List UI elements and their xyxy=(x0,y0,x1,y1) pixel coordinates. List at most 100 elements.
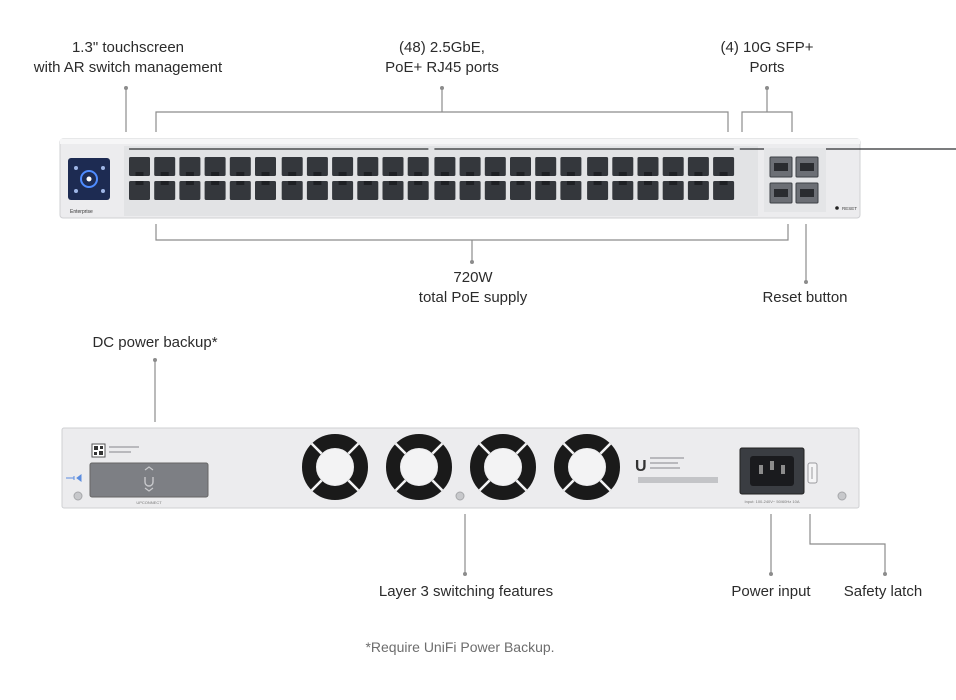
power-input-socket[interactable] xyxy=(739,447,805,495)
rj45-port[interactable] xyxy=(434,181,456,200)
fan-icon xyxy=(386,434,452,500)
port-latch xyxy=(363,172,372,176)
rj45-port[interactable] xyxy=(382,157,404,176)
rj45-port[interactable] xyxy=(713,181,735,200)
rj45-port[interactable] xyxy=(255,157,276,176)
port-latch xyxy=(694,172,703,176)
layer3-callout: Layer 3 switching features xyxy=(378,583,554,600)
reset-callout: Reset button xyxy=(762,289,848,306)
rj45-port[interactable] xyxy=(281,157,303,176)
port-latch xyxy=(211,172,220,176)
regulatory-marks-icon xyxy=(638,477,718,483)
rj45-port[interactable] xyxy=(484,181,506,200)
rj45-port[interactable] xyxy=(510,181,531,200)
reset-button[interactable] xyxy=(835,206,839,210)
rj45-port[interactable] xyxy=(713,157,735,176)
sfp-cage xyxy=(774,189,788,197)
rj45-port[interactable] xyxy=(662,157,684,176)
rj45-port[interactable] xyxy=(154,181,176,200)
reset-label: RESET xyxy=(842,206,857,211)
fan-icon xyxy=(302,434,368,500)
port-latch xyxy=(466,181,475,185)
fan-grille-spoke xyxy=(562,479,575,492)
rj45-port[interactable] xyxy=(332,157,354,176)
rj45-port[interactable] xyxy=(535,181,557,200)
rj45-port[interactable] xyxy=(129,181,150,200)
rj45-port[interactable] xyxy=(229,181,251,200)
front-panel: Enterprise RESET xyxy=(59,138,956,219)
leader-dots xyxy=(124,86,887,576)
rj45-port[interactable] xyxy=(434,157,456,176)
rj45-port[interactable] xyxy=(687,157,709,176)
rj45-port[interactable] xyxy=(510,157,531,176)
safety-latch[interactable] xyxy=(807,462,818,484)
sfp-ports-callout: (4) 10G SFP+ Ports xyxy=(697,38,837,78)
power-input-caption: Input: 100-240V~ 50/60Hz 10A xyxy=(744,499,799,504)
rj45-port[interactable] xyxy=(535,157,557,176)
leader-lines xyxy=(125,88,886,574)
port-latch xyxy=(363,181,372,185)
rj45-port[interactable] xyxy=(459,181,481,200)
rj45-port[interactable] xyxy=(407,157,429,176)
dc-power-backup-bay[interactable] xyxy=(89,462,209,498)
port-latch xyxy=(466,172,475,176)
port-latch xyxy=(236,181,245,185)
qr-code-icon xyxy=(91,443,106,458)
dc-backup-callout: DC power backup* xyxy=(92,334,218,351)
rj45-port[interactable] xyxy=(281,181,303,200)
rj45-port[interactable] xyxy=(332,181,354,200)
sfp-cage xyxy=(774,163,788,171)
rj45-port[interactable] xyxy=(204,157,226,176)
port-latch xyxy=(313,172,322,176)
rj45-port[interactable] xyxy=(204,181,226,200)
rj45-port[interactable] xyxy=(129,157,150,176)
ground-icon xyxy=(66,474,82,482)
rj45-port[interactable] xyxy=(229,157,251,176)
screw-icon xyxy=(455,491,465,501)
rj45-port[interactable] xyxy=(306,181,328,200)
port-latch xyxy=(669,172,678,176)
rj45-port[interactable] xyxy=(179,181,201,200)
port-latch xyxy=(389,172,397,176)
fan-grille-spoke xyxy=(394,479,407,492)
rj45-port[interactable] xyxy=(357,157,379,176)
rj45-port[interactable] xyxy=(255,181,276,200)
sfp-cage xyxy=(800,189,814,197)
rj45-port[interactable] xyxy=(612,181,634,200)
fan-grille-spoke xyxy=(562,442,575,455)
rj45-port[interactable] xyxy=(560,181,582,200)
fan-hub xyxy=(485,449,521,485)
rj45-port[interactable] xyxy=(587,181,609,200)
port-latch xyxy=(593,172,602,176)
rj45-port[interactable] xyxy=(560,157,582,176)
port-latch xyxy=(618,172,627,176)
rj45-port[interactable] xyxy=(587,157,609,176)
port-latch xyxy=(338,172,347,176)
rj45-port[interactable] xyxy=(459,157,481,176)
rj45-port[interactable] xyxy=(612,157,634,176)
rj45-port[interactable] xyxy=(407,181,429,200)
rj45-port[interactable] xyxy=(357,181,379,200)
fan-grille-spoke xyxy=(431,442,444,455)
rj45-port[interactable] xyxy=(662,181,684,200)
rj45-port[interactable] xyxy=(382,181,404,200)
rj45-port[interactable] xyxy=(687,181,709,200)
fan-hub xyxy=(401,449,437,485)
port-latch xyxy=(644,172,652,176)
fan-grille-spoke xyxy=(515,442,528,455)
rj45-port[interactable] xyxy=(484,157,506,176)
rj45-port[interactable] xyxy=(306,157,328,176)
screw-icon xyxy=(73,491,83,501)
rj45-port[interactable] xyxy=(179,157,201,176)
fan-hub xyxy=(569,449,605,485)
touchscreen[interactable] xyxy=(68,158,110,200)
rj45-port[interactable] xyxy=(154,157,176,176)
rj45-port[interactable] xyxy=(637,157,659,176)
fan-grille-spoke xyxy=(599,442,612,455)
sfp-cage xyxy=(800,163,814,171)
rj45-port[interactable] xyxy=(637,181,659,200)
port-latch xyxy=(211,181,220,185)
port-latch xyxy=(160,181,169,185)
port-latch xyxy=(414,172,423,176)
